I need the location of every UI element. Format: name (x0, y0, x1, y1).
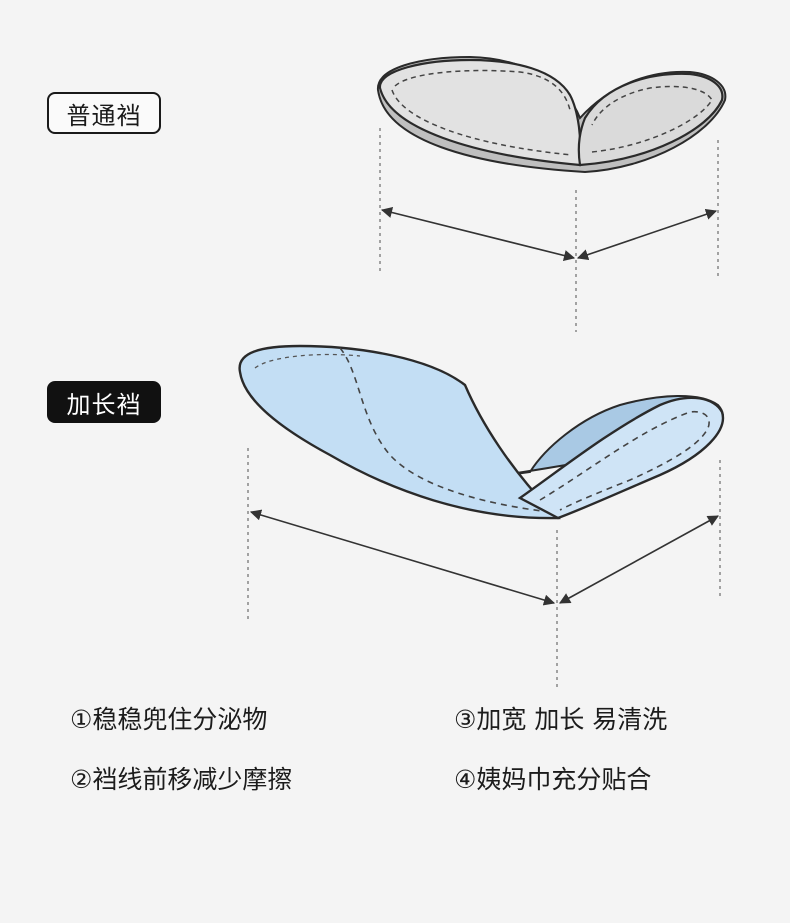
normal-dimension-arrows (380, 207, 718, 261)
feature-item: ④姨妈巾充分贴合 (454, 765, 652, 794)
normal-crotch-shape (376, 55, 727, 174)
feature-item: ③加宽 加长 易清洗 (454, 705, 668, 734)
long-crotch-label: 加长裆 (47, 381, 161, 423)
long-dimension-arrows (249, 509, 719, 606)
crotch-illustration (238, 55, 727, 690)
normal-guide-lines (379, 128, 719, 332)
long-crotch-shape (238, 344, 725, 520)
feature-item: ①稳稳兜住分泌物 (70, 705, 268, 734)
feature-item: ②裆线前移减少摩擦 (70, 765, 293, 794)
normal-crotch-label: 普通裆 (47, 92, 161, 134)
long-guide-lines (247, 448, 721, 690)
